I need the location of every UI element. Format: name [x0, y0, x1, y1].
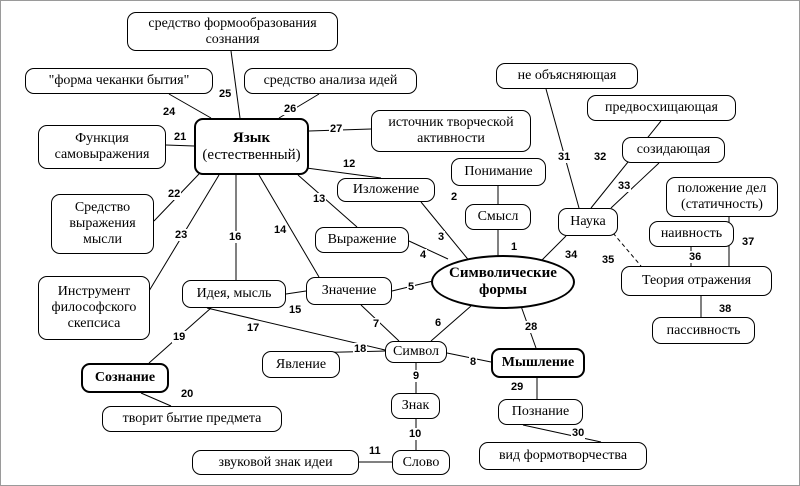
connector-13 — [297, 174, 358, 228]
edge-label-21: 21 — [173, 131, 188, 143]
node-teoriya: Теория отражения — [621, 266, 772, 296]
edge-label-13: 13 — [312, 193, 327, 205]
node-myshlenie: Мышление — [491, 348, 585, 378]
connector-33 — [610, 162, 660, 209]
node-slovo: Слово — [392, 450, 450, 475]
edge-label-17: 17 — [246, 322, 261, 334]
node-predvosh: предвосхищающая — [587, 95, 736, 121]
node-sredstvo-formoobraz: средство формообразования сознания — [127, 12, 338, 51]
connector-3 — [420, 201, 472, 264]
node-simvolicheskie-formy: Символические формы — [431, 255, 575, 309]
node-vyrazhenie: Выражение — [315, 227, 409, 253]
connector-25 — [230, 50, 241, 119]
edge-label-33: 33 — [617, 180, 632, 192]
node-simvol: Символ — [385, 341, 447, 363]
node-nauka: Наука — [558, 208, 618, 236]
node-poznanie: Познание — [498, 399, 583, 425]
node-istochnik: источник творческой активности — [371, 110, 531, 152]
connector-31 — [545, 88, 580, 209]
connector-35 — [612, 232, 642, 267]
edge-label-31: 31 — [557, 151, 572, 163]
edge-label-12: 12 — [342, 158, 357, 170]
edge-label-27: 27 — [329, 123, 344, 135]
node-yazyk: Язык (естественный) — [194, 118, 309, 175]
edge-label-23: 23 — [174, 229, 189, 241]
edge-label-25: 25 — [218, 88, 233, 100]
edge-label-2: 2 — [450, 191, 459, 203]
edge-label-34: 34 — [564, 249, 579, 261]
connector-14 — [258, 174, 320, 278]
node-sredstvo-vyrazh: Средство выражения мысли — [51, 194, 154, 254]
edge-label-6: 6 — [434, 317, 443, 329]
node-yavlenie: Явление — [262, 351, 340, 378]
node-instrument: Инструмент философского скепсиса — [38, 276, 150, 340]
connector-30 — [522, 424, 602, 443]
node-funkciya: Функция самовыражения — [38, 125, 166, 169]
edge-label-3: 3 — [437, 231, 446, 243]
edge-label-28: 28 — [524, 321, 539, 333]
node-passivnost: пассивность — [652, 317, 755, 344]
connector-12 — [298, 166, 382, 179]
connector-20 — [140, 392, 172, 407]
node-tvorit: творит бытие предмета — [102, 406, 282, 432]
edge-label-38: 38 — [718, 303, 733, 315]
node-ideya: Идея, мысль — [182, 280, 286, 308]
node-izlozhenie: Изложение — [337, 178, 435, 202]
connector-6 — [430, 305, 472, 342]
edge-label-15: 15 — [288, 304, 303, 316]
node-yazyk-title: Язык — [232, 129, 271, 146]
node-ponimanie: Понимание — [451, 158, 546, 186]
node-polozhenie: положение дел (статичность) — [666, 177, 778, 217]
edge-label-32: 32 — [593, 151, 608, 163]
connector-15 — [285, 290, 307, 295]
node-yazyk-subtitle: (естественный) — [202, 146, 301, 163]
edge-label-8: 8 — [469, 356, 478, 368]
connector-34 — [540, 235, 567, 262]
edge-label-30: 30 — [571, 427, 586, 439]
node-soznanie: Сознание — [81, 363, 169, 393]
node-vid: вид формотворчества — [479, 442, 647, 470]
node-znachenie: Значение — [306, 277, 392, 305]
edge-label-19: 19 — [172, 331, 187, 343]
node-sredstvo-analiza: средство анализа идей — [244, 68, 417, 94]
edge-label-29: 29 — [510, 381, 525, 393]
node-smysl: Смысл — [465, 204, 531, 230]
node-ne-obyasn: не объясняющая — [496, 63, 638, 89]
edge-label-10: 10 — [408, 428, 423, 440]
edge-label-16: 16 — [228, 231, 243, 243]
node-sozid: созидающая — [622, 137, 725, 163]
edge-label-20: 20 — [180, 388, 195, 400]
connector-32 — [590, 120, 662, 209]
edge-label-35: 35 — [601, 254, 616, 266]
edge-label-11: 11 — [368, 445, 382, 457]
edge-label-14: 14 — [273, 224, 288, 236]
node-naivnost: наивность — [649, 221, 734, 247]
edge-label-4: 4 — [419, 249, 428, 261]
edge-label-9: 9 — [412, 370, 421, 382]
node-forma-chekanki: "форма чеканки бытия" — [25, 68, 213, 94]
edge-label-24: 24 — [162, 106, 177, 118]
edge-label-37: 37 — [741, 236, 756, 248]
edge-label-22: 22 — [167, 188, 182, 200]
edge-label-36: 36 — [688, 251, 703, 263]
edge-label-1: 1 — [510, 241, 519, 253]
connector-4 — [408, 240, 449, 260]
edge-label-7: 7 — [372, 318, 381, 330]
node-zvukovoy: звуковой знак идеи — [192, 450, 359, 475]
edge-label-5: 5 — [407, 281, 416, 293]
edge-label-26: 26 — [283, 103, 298, 115]
connector-24 — [168, 93, 212, 119]
connector-21 — [165, 144, 195, 147]
edge-label-18: 18 — [353, 343, 368, 355]
node-znak: Знак — [391, 393, 440, 419]
